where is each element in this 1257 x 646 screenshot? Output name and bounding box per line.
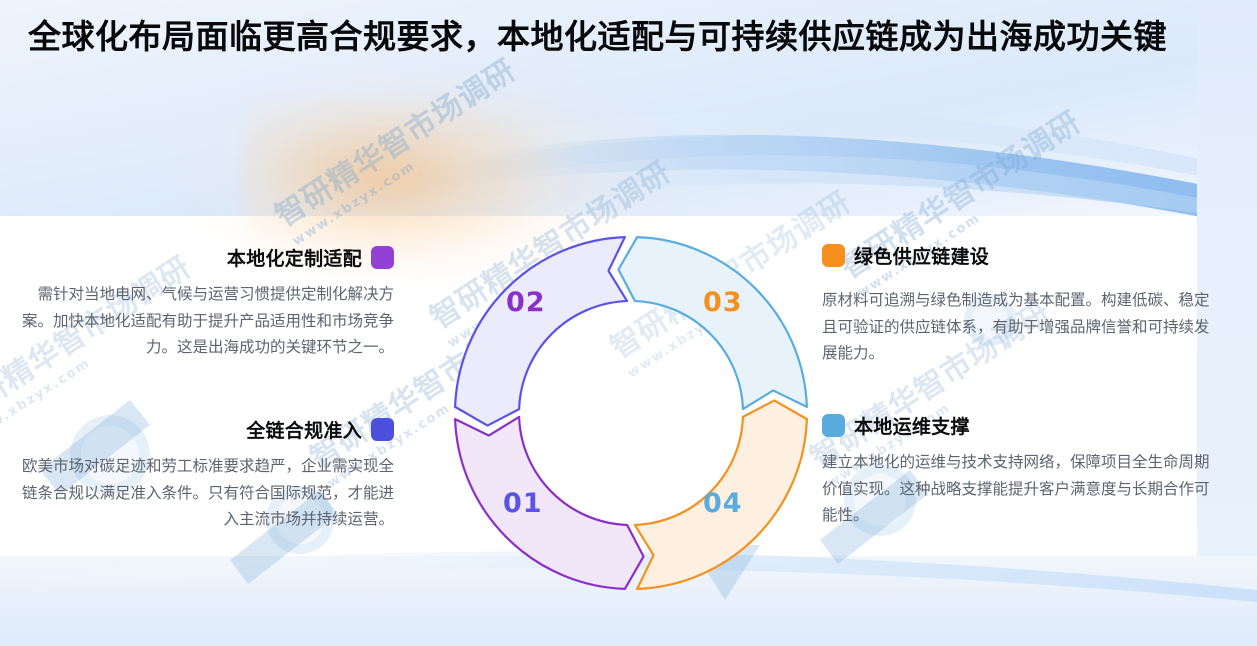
bottom-strip-overlay — [0, 600, 1257, 646]
warm-glow-inner — [245, 95, 575, 275]
info-block-header: 本地化定制适配 — [14, 244, 394, 271]
ring-segment-01[interactable] — [454, 236, 629, 427]
page-title: 全球化布局面临更高合规要求，本地化适配与可持续供应链成为出海成功关键 — [28, 17, 1167, 56]
color-swatch-indigo — [371, 418, 394, 441]
bottom-swoosh-decoration — [0, 551, 1257, 602]
info-block-title: 全链合规准入 — [246, 420, 362, 442]
ring-label-01: 01 — [503, 488, 543, 519]
info-block-header: 绿色供应链建设 — [822, 242, 1217, 269]
color-swatch-purple — [371, 246, 394, 269]
info-block-title: 本地运维支撑 — [854, 416, 970, 438]
info-block-body: 原材料可追溯与绿色制造成为基本配置。构建低碳、稳定且可验证的供应链体系，有助于增… — [822, 291, 1210, 363]
info-block-localization: 本地化定制适配 需针对当地电网、气候与运营习惯提供定制化解决方案。加快本地化适配… — [14, 244, 394, 361]
info-block-title: 绿色供应链建设 — [854, 246, 990, 268]
info-block-header: 本地运维支撑 — [822, 412, 1217, 439]
info-block-title: 本地化定制适配 — [226, 248, 362, 270]
color-swatch-orange — [822, 244, 845, 267]
info-block-body: 欧美市场对碳足迹和劳工标准要求趋严，企业需实现全链条合规以满足准入条件。只有符合… — [21, 457, 394, 529]
ring-segment-03[interactable] — [633, 399, 808, 590]
ring-label-02: 02 — [506, 287, 546, 318]
info-block-local-operations: 本地运维支撑 建立本地化的运维与技术支持网络，保障项目全生命周期价值实现。这种战… — [822, 412, 1217, 529]
ring-segment-02[interactable] — [454, 415, 645, 590]
info-block-green-supply-chain: 绿色供应链建设 原材料可追溯与绿色制造成为基本配置。构建低碳、稳定且可验证的供应… — [822, 242, 1217, 367]
info-block-body: 需针对当地电网、气候与运营习惯提供定制化解决方案。加快本地化适配有助于提升产品适… — [21, 285, 394, 357]
info-block-header: 全链合规准入 — [14, 416, 394, 443]
ring-label-03: 03 — [703, 287, 743, 318]
color-swatch-blue — [822, 414, 845, 437]
right-edge-strip — [1197, 0, 1257, 646]
info-block-compliance: 全链合规准入 欧美市场对碳足迹和劳工标准要求趋严，企业需实现全链条合规以满足准入… — [14, 416, 394, 533]
ring-label-04: 04 — [703, 488, 743, 519]
cycle-diagram: 02 03 01 04 — [440, 222, 822, 604]
ring-segment-04[interactable] — [617, 236, 808, 411]
info-block-body: 建立本地化的运维与技术支持网络，保障项目全生命周期价值实现。这种战略支撑能提升客… — [822, 453, 1210, 525]
